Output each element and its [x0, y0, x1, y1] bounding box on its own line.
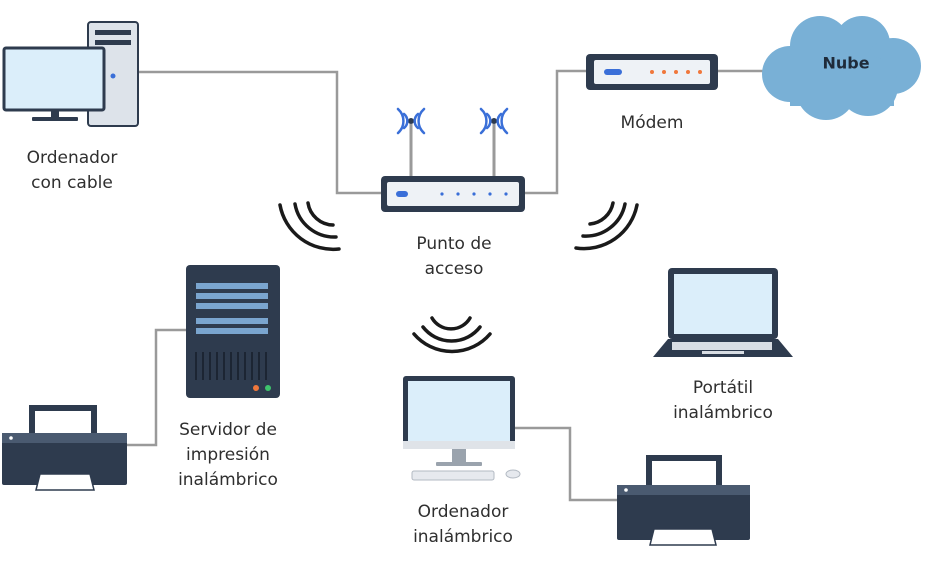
printer-left-icon	[2, 405, 127, 491]
cloud-icon	[762, 16, 921, 120]
printer-right-icon	[617, 455, 750, 546]
modem-icon	[586, 54, 718, 90]
link-server-to-printer	[127, 328, 186, 447]
label-laptop: Portátil inalámbrico	[673, 378, 773, 423]
laptop-icon	[653, 268, 793, 357]
label-wired-pc: Ordenador con cable	[26, 148, 118, 193]
link-pc-to-access-point	[137, 70, 382, 195]
label-print-server: Servidor de impresión inalámbrico	[178, 420, 278, 490]
label-cloud: Nube	[822, 53, 870, 73]
label-modem: Módem	[620, 113, 684, 133]
wifi-signal-icons	[278, 201, 639, 354]
print-server-icon	[186, 265, 280, 398]
access-point-icon	[381, 107, 525, 212]
wired-desktop-icon	[2, 21, 139, 127]
label-access-point: Punto de acceso	[416, 234, 492, 279]
wireless-desktop-icon	[403, 376, 521, 481]
link-wireless-pc-to-printer	[515, 426, 617, 502]
link-access-point-to-modem	[524, 69, 588, 195]
connections	[127, 69, 765, 502]
label-wireless-pc: Ordenador inalámbrico	[413, 502, 513, 547]
wifi-signal-right-icon	[574, 201, 639, 251]
wifi-signal-bottom-icon	[412, 316, 492, 354]
wifi-signal-left-icon	[278, 201, 341, 252]
